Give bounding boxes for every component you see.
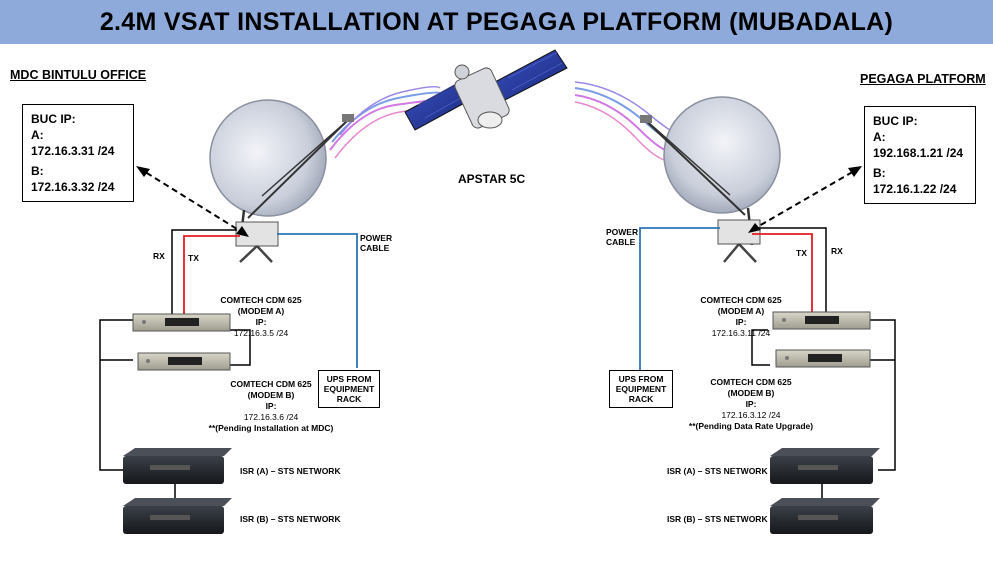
modem-a-right-info: COMTECH CDM 625 (MODEM A) IP: 172.16.3.1…	[700, 295, 782, 338]
dish-antenna-right	[640, 96, 781, 263]
ups-box-left: UPS FROM EQUIPMENT RACK	[318, 370, 380, 408]
buc-a-ip: 172.16.3.31 /24	[31, 144, 115, 158]
tx-label-left: TX	[188, 253, 199, 263]
cables-right	[639, 227, 896, 500]
cables-left	[99, 229, 358, 500]
rx-label-left: RX	[153, 251, 165, 261]
buc-a-label: A:	[31, 128, 44, 142]
modem-a-left-info: COMTECH CDM 625 (MODEM A) IP: 172.16.3.5…	[220, 295, 302, 338]
isr-a-left-label: ISR (A) – STS NETWORK	[240, 466, 341, 476]
modem-a-right-device	[772, 311, 871, 330]
isr-b-right-label: ISR (B) – STS NETWORK	[667, 514, 768, 524]
modem-a-left-device	[132, 313, 231, 332]
buc-a-ip: 192.168.1.21 /24	[873, 146, 964, 160]
isr-a-left-device	[123, 448, 232, 484]
buc-arrow-left	[136, 166, 249, 237]
right-site-label: PEGAGA PLATFORM	[860, 72, 986, 86]
buc-arrow-right	[748, 166, 862, 233]
isr-b-right-device	[770, 498, 880, 534]
buc-heading: BUC IP:	[873, 114, 918, 128]
ups-box-right: UPS FROM EQUIPMENT RACK	[609, 370, 673, 408]
satellite-label: APSTAR 5C	[458, 172, 526, 186]
buc-b-label: B:	[31, 164, 44, 178]
isr-b-left-label: ISR (B) – STS NETWORK	[240, 514, 341, 524]
power-cable-label-right: POWER CABLE	[606, 227, 639, 247]
buc-b-ip: 172.16.1.22 /24	[873, 182, 957, 196]
buc-ip-box-left: BUC IP: A: 172.16.3.31 /24 B: 172.16.3.3…	[22, 104, 134, 202]
satellite-icon	[404, 49, 568, 131]
isr-b-left-device	[123, 498, 232, 534]
left-site-label: MDC BINTULU OFFICE	[10, 68, 147, 82]
buc-b-ip: 172.16.3.32 /24	[31, 180, 115, 194]
buc-a-label: A:	[873, 130, 886, 144]
power-cable-label-left: POWER CABLE	[360, 233, 393, 253]
modem-b-right-info: COMTECH CDM 625 (MODEM B) IP: 172.16.3.1…	[688, 377, 814, 431]
rx-label-right: RX	[831, 246, 843, 256]
buc-b-label: B:	[873, 166, 886, 180]
modem-b-right-device	[775, 349, 871, 368]
modem-b-left-info: COMTECH CDM 625 (MODEM B) IP: 172.16.3.6…	[208, 379, 334, 433]
buc-ip-box-right: BUC IP: A: 192.168.1.21 /24 B: 172.16.1.…	[864, 106, 976, 204]
page-title: 2.4M VSAT INSTALLATION AT PEGAGA PLATFOR…	[99, 7, 894, 36]
tx-label-right: TX	[796, 248, 807, 258]
isr-a-right-device	[770, 448, 880, 484]
title-bar: 2.4M VSAT INSTALLATION AT PEGAGA PLATFOR…	[0, 0, 993, 44]
modem-b-left-device	[137, 352, 231, 371]
buc-heading: BUC IP:	[31, 112, 76, 126]
isr-a-right-label: ISR (A) – STS NETWORK	[667, 466, 768, 476]
